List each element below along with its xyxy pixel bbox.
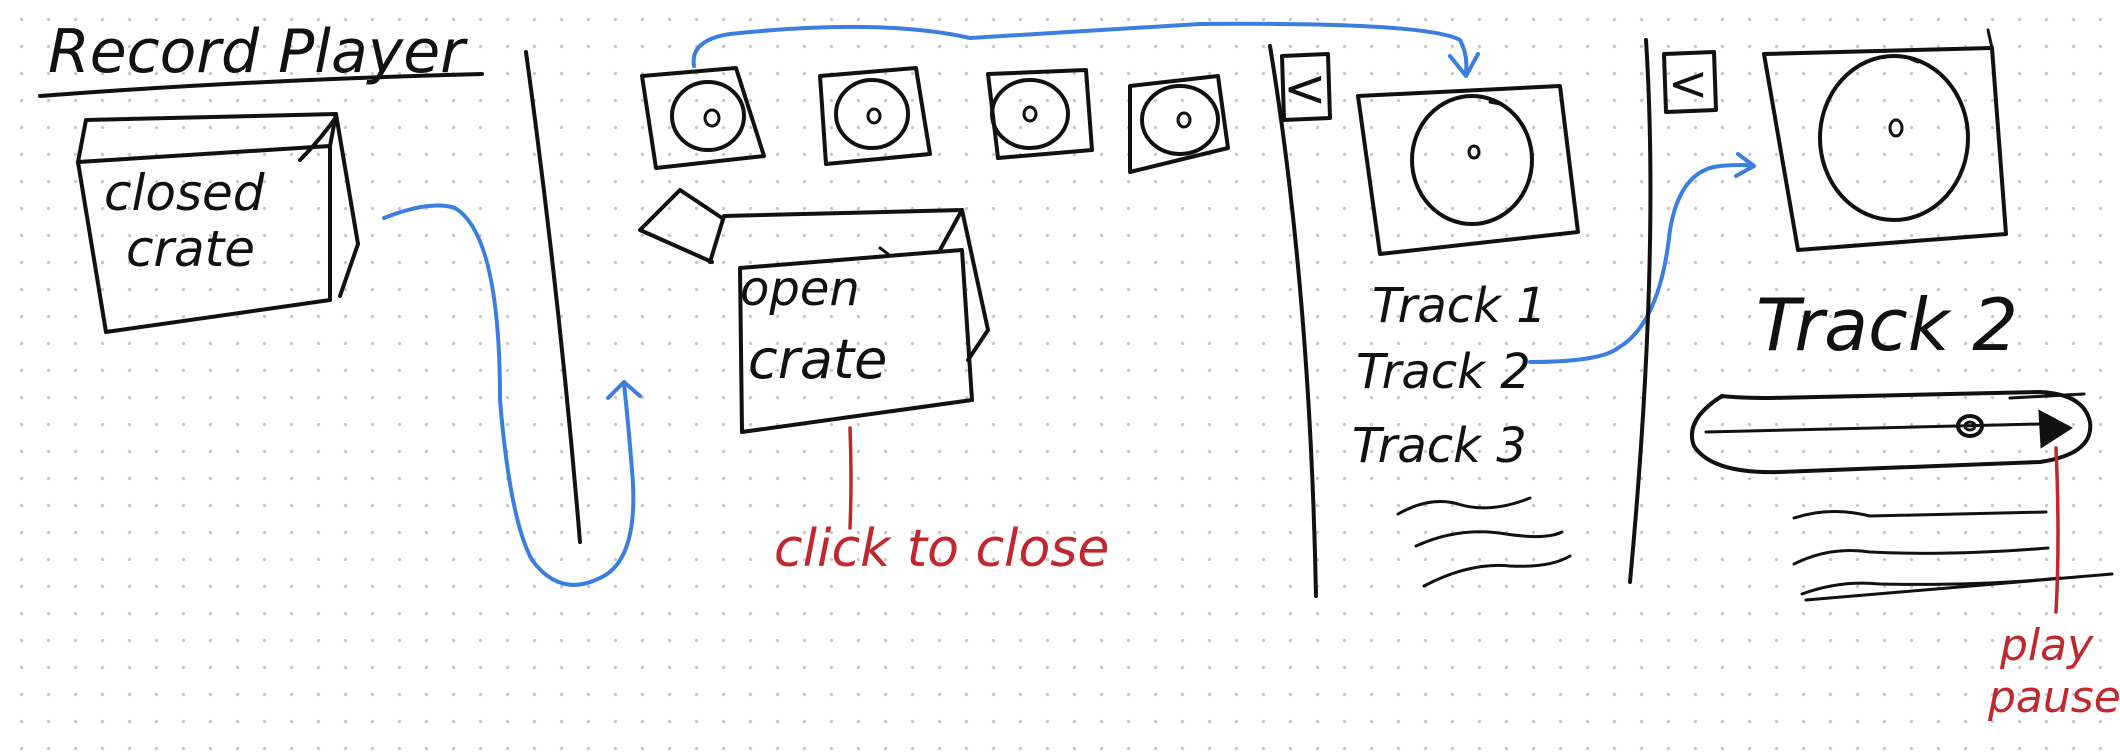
description-scribble	[1792, 509, 2114, 602]
record-center	[1467, 144, 1481, 160]
closed-crate-side	[334, 112, 360, 298]
cover-corner-mark	[1986, 28, 1994, 50]
open-crate-side	[960, 208, 990, 362]
open-crate-flap	[638, 188, 724, 264]
album-record-2[interactable]	[818, 66, 932, 166]
record-mark	[1488, 100, 1502, 106]
record-center	[1888, 118, 1904, 138]
play-annotation-text-1: play	[1999, 620, 2094, 671]
album-record-1[interactable]	[640, 66, 766, 170]
more-tracks-scribble	[1414, 530, 1564, 548]
scrubber-knob-icon[interactable]	[1956, 414, 1984, 438]
track-item-3[interactable]: Track 3	[1352, 418, 1527, 474]
play-annotation-line	[2054, 446, 2060, 614]
play-annotation-text-2: pause	[1987, 672, 2120, 723]
close-annotation-text: click to close	[774, 519, 1109, 579]
record-center	[1176, 111, 1192, 129]
track-list: Track 1 Track 2 Track 3	[1352, 278, 1572, 588]
now-playing-title: Track 2	[1756, 283, 2018, 367]
more-tracks-scribble	[1422, 554, 1572, 588]
more-tracks-scribble	[1396, 496, 1532, 516]
closed-crate-lid	[76, 112, 338, 164]
title-underline	[38, 72, 484, 98]
record-center	[703, 108, 721, 128]
record-icon	[1818, 54, 1970, 222]
album-sleeve	[818, 66, 932, 166]
playback-bar[interactable]	[1689, 390, 2093, 475]
album-record-4[interactable]	[1128, 74, 1230, 174]
playback-bar-frame	[1689, 390, 2093, 475]
album-back-button[interactable]: <	[1280, 52, 1332, 122]
record-center	[1022, 105, 1038, 123]
album-cover	[1356, 84, 1580, 256]
back-button-box	[1662, 50, 1718, 114]
closed-crate-edge	[298, 118, 336, 162]
record-center	[866, 107, 882, 125]
track-item-2[interactable]: Track 2	[1356, 344, 1531, 400]
record-mark	[1906, 56, 1920, 64]
album-cover-frame	[1762, 46, 2008, 252]
play-icon[interactable]	[2038, 409, 2073, 449]
album-sleeve	[640, 66, 766, 170]
record-icon	[990, 78, 1070, 150]
closed-crate-label-2: crate	[126, 220, 255, 278]
record-icon	[1410, 94, 1534, 226]
close-annotation-line	[848, 426, 853, 530]
panel-divider	[1628, 38, 1653, 584]
closed-crate-button[interactable]: closed crate	[76, 112, 360, 334]
flow-arrow-open-crate	[382, 203, 642, 587]
album-sleeve	[986, 68, 1094, 160]
player-back-button[interactable]: <	[1662, 50, 1718, 114]
flow-arrow-player	[1528, 152, 1756, 364]
record-icon	[834, 78, 910, 150]
open-crate-back	[708, 208, 964, 264]
open-crate-button[interactable]: open crate	[638, 188, 990, 434]
closed-crate-label-1: closed	[104, 164, 265, 222]
close-annotation: click to close	[774, 426, 1109, 579]
record-icon	[1140, 84, 1220, 156]
open-crate-label-1: open	[740, 261, 860, 317]
progress-track	[1704, 422, 2042, 434]
back-arrow-icon: <	[1668, 56, 1708, 112]
flow-arrow-album	[691, 21, 1480, 78]
app-title: Record Player	[38, 17, 484, 98]
back-button-box	[1280, 52, 1332, 122]
album-cover-frame	[1356, 84, 1580, 256]
open-crate-label-2: crate	[748, 328, 887, 391]
playback-bar-edge	[2008, 392, 2086, 400]
now-playing-cover	[1762, 28, 2008, 252]
play-annotation: play pause	[1987, 446, 2120, 723]
panel-divider	[524, 50, 582, 544]
album-sleeve	[1128, 74, 1230, 174]
closed-crate-front	[76, 144, 332, 334]
album-record-3[interactable]	[986, 68, 1094, 160]
open-crate-mark	[878, 246, 890, 256]
record-icon	[670, 80, 746, 152]
open-crate-front	[738, 248, 974, 434]
back-arrow-icon: <	[1283, 59, 1327, 119]
panel-divider	[1268, 44, 1318, 598]
track-item-1[interactable]: Track 1	[1372, 278, 1547, 334]
